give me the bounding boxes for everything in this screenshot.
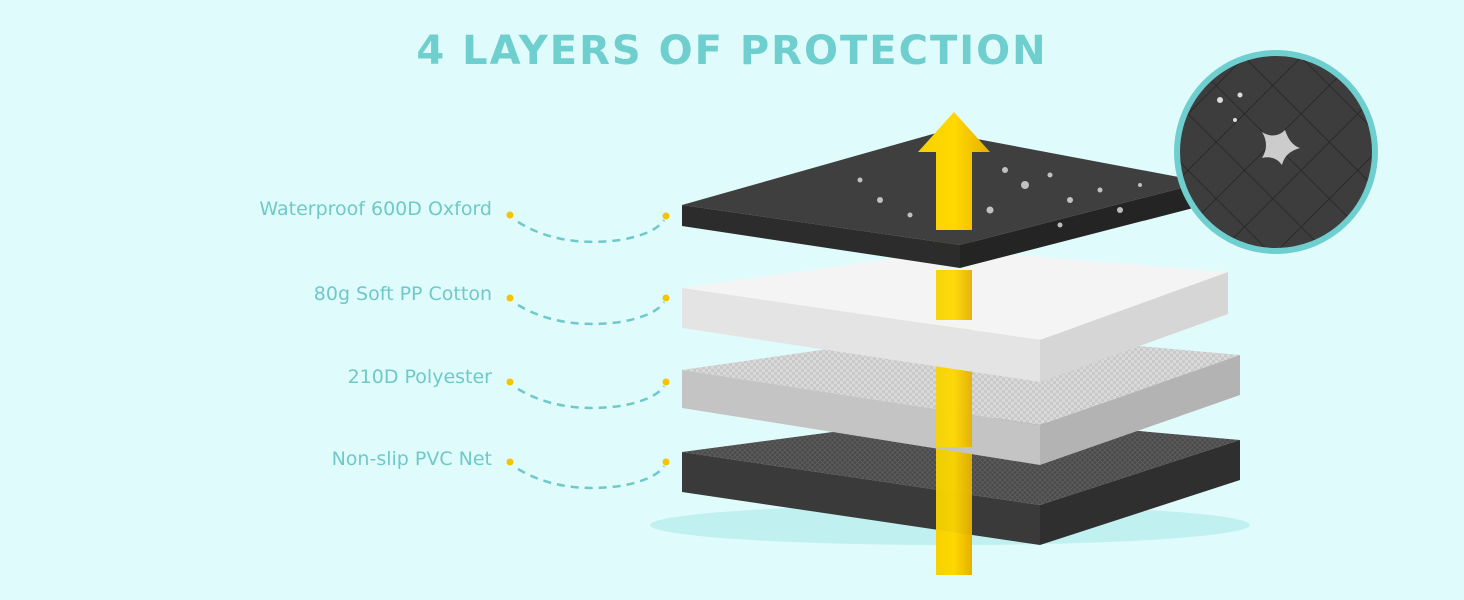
connector-polyester <box>506 378 670 410</box>
fabric-zoom-icon <box>1174 50 1378 254</box>
layer-label-cotton: 80g Soft PP Cotton <box>313 283 492 305</box>
layer-label-polyester: 210D Polyester <box>347 366 492 388</box>
page-title: 4 LAYERS OF PROTECTION <box>416 28 1048 74</box>
connector-cotton <box>506 294 670 326</box>
connector-pvc-net <box>506 458 670 490</box>
connector-oxford <box>506 211 670 244</box>
layer-label-oxford: Waterproof 600D Oxford <box>259 198 492 220</box>
layer-label-pvc-net: Non-slip PVC Net <box>331 448 492 470</box>
up-arrow-icon <box>918 112 990 230</box>
